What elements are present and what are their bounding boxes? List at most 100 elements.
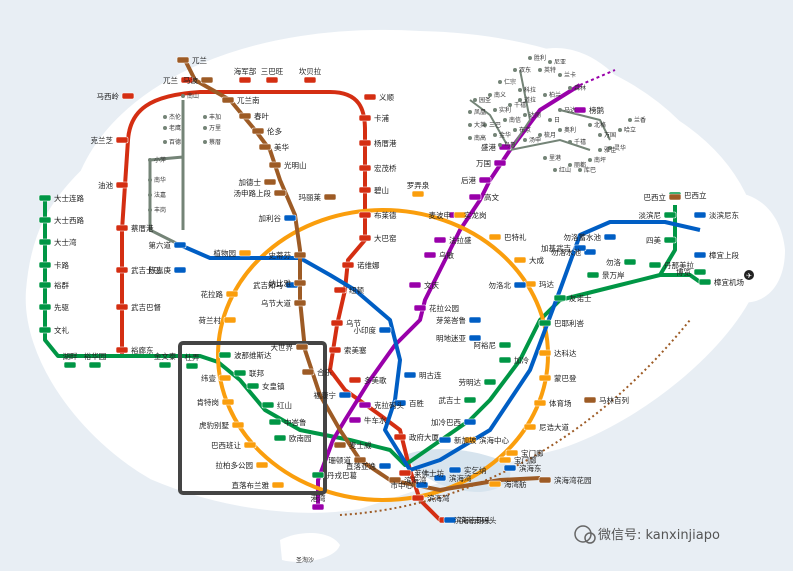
station-marker[interactable] — [115, 181, 129, 189]
station-marker[interactable] — [648, 261, 662, 269]
lrt-station-marker[interactable] — [148, 178, 152, 182]
station-marker[interactable] — [338, 391, 352, 399]
station-marker[interactable] — [225, 290, 239, 298]
station-marker[interactable] — [173, 241, 187, 249]
station-marker[interactable] — [698, 278, 712, 286]
lrt-station-marker[interactable] — [568, 163, 572, 167]
lrt-station-marker[interactable] — [518, 98, 522, 102]
lrt-station-marker[interactable] — [488, 93, 492, 97]
station-marker[interactable] — [293, 251, 307, 259]
station-marker[interactable] — [333, 441, 347, 449]
station-marker[interactable] — [251, 127, 265, 135]
station-marker[interactable] — [453, 211, 467, 219]
station-marker[interactable] — [311, 503, 325, 511]
lrt-station-marker[interactable] — [203, 115, 207, 119]
station-marker[interactable] — [38, 261, 52, 269]
station-marker[interactable] — [358, 234, 372, 242]
station-marker[interactable] — [271, 481, 285, 489]
lrt-station-marker[interactable] — [538, 133, 542, 137]
station-marker[interactable] — [263, 178, 277, 186]
station-marker[interactable] — [200, 76, 214, 84]
lrt-station-marker[interactable] — [513, 128, 517, 132]
lrt-station-marker[interactable] — [498, 143, 502, 147]
station-marker[interactable] — [283, 214, 297, 222]
station-marker[interactable] — [265, 76, 279, 84]
station-marker[interactable] — [323, 193, 337, 201]
station-marker[interactable] — [513, 281, 527, 289]
lrt-station-marker[interactable] — [588, 158, 592, 162]
station-marker[interactable] — [38, 303, 52, 311]
lrt-station-marker[interactable] — [538, 68, 542, 72]
lrt-station-marker[interactable] — [513, 68, 517, 72]
station-marker[interactable] — [478, 176, 492, 184]
station-marker[interactable] — [538, 319, 552, 327]
station-marker[interactable] — [553, 294, 567, 302]
lrt-station-marker[interactable] — [203, 140, 207, 144]
station-marker[interactable] — [348, 416, 362, 424]
station-marker[interactable] — [463, 396, 477, 404]
lrt-station-marker[interactable] — [148, 193, 152, 197]
station-marker[interactable] — [448, 466, 462, 474]
station-marker[interactable] — [586, 271, 600, 279]
station-marker[interactable] — [115, 266, 129, 274]
station-marker[interactable] — [353, 456, 367, 464]
lrt-station-marker[interactable] — [163, 126, 167, 130]
station-marker[interactable] — [330, 319, 344, 327]
station-marker[interactable] — [583, 248, 597, 256]
lrt-station-marker[interactable] — [508, 103, 512, 107]
station-marker[interactable] — [493, 159, 507, 167]
station-marker[interactable] — [38, 238, 52, 246]
station-marker[interactable] — [218, 351, 232, 359]
station-marker[interactable] — [115, 303, 129, 311]
station-marker[interactable] — [255, 461, 269, 469]
lrt-station-marker[interactable] — [528, 56, 532, 60]
lrt-station-marker[interactable] — [181, 94, 185, 98]
station-marker[interactable] — [411, 494, 425, 502]
station-marker[interactable] — [301, 368, 315, 376]
station-marker[interactable] — [538, 374, 552, 382]
lrt-station-marker[interactable] — [203, 126, 207, 130]
station-marker[interactable] — [185, 362, 199, 370]
station-marker[interactable] — [538, 349, 552, 357]
station-marker[interactable] — [468, 193, 482, 201]
station-marker[interactable] — [348, 376, 362, 384]
lrt-station-marker[interactable] — [608, 146, 612, 150]
station-marker[interactable] — [218, 374, 232, 382]
station-marker[interactable] — [358, 211, 372, 219]
lrt-station-marker[interactable] — [148, 158, 152, 162]
lrt-station-marker[interactable] — [163, 115, 167, 119]
station-marker[interactable] — [358, 186, 372, 194]
station-marker[interactable] — [538, 476, 552, 484]
lrt-station-marker[interactable] — [558, 128, 562, 132]
station-marker[interactable] — [468, 316, 482, 324]
station-marker[interactable] — [433, 236, 447, 244]
station-marker[interactable] — [233, 369, 247, 377]
station-marker[interactable] — [221, 398, 235, 406]
station-marker[interactable] — [261, 401, 275, 409]
station-marker[interactable] — [468, 334, 482, 342]
station-marker[interactable] — [38, 216, 52, 224]
lrt-station-marker[interactable] — [518, 88, 522, 92]
lrt-station-marker[interactable] — [558, 108, 562, 112]
station-marker[interactable] — [63, 361, 77, 369]
station-marker[interactable] — [693, 251, 707, 259]
station-marker[interactable] — [505, 449, 519, 457]
station-marker[interactable] — [121, 92, 135, 100]
station-marker[interactable] — [411, 190, 425, 198]
station-marker[interactable] — [221, 96, 235, 104]
lrt-station-marker[interactable] — [163, 140, 167, 144]
lrt-station-marker[interactable] — [558, 73, 562, 77]
station-marker[interactable] — [115, 346, 129, 354]
station-marker[interactable] — [663, 236, 677, 244]
station-marker[interactable] — [268, 418, 282, 426]
lrt-station-marker[interactable] — [578, 168, 582, 172]
station-marker[interactable] — [668, 193, 682, 201]
station-marker[interactable] — [180, 76, 194, 84]
station-marker[interactable] — [413, 304, 427, 312]
lrt-station-marker[interactable] — [468, 136, 472, 140]
station-marker[interactable] — [498, 356, 512, 364]
station-marker[interactable] — [533, 399, 547, 407]
lrt-station-marker[interactable] — [628, 118, 632, 122]
station-marker[interactable] — [513, 256, 527, 264]
station-marker[interactable] — [498, 341, 512, 349]
